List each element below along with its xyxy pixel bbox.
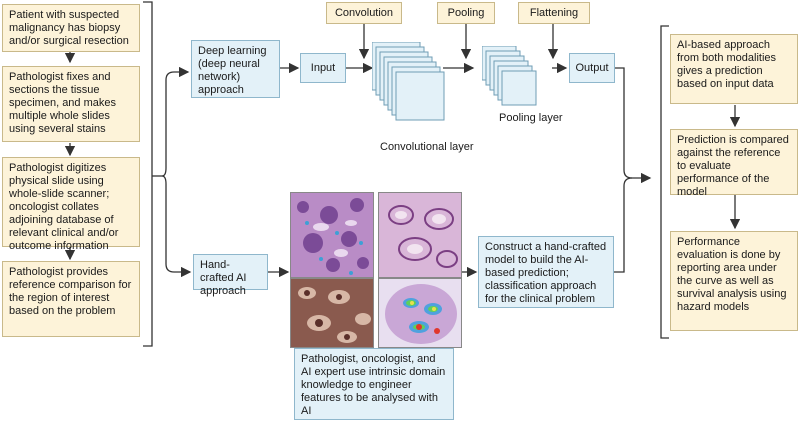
step-reference: Pathologist provides reference compariso…: [2, 261, 140, 337]
output-node: Output: [569, 53, 615, 83]
evaluation-step: Performance evaluation is done by report…: [670, 231, 798, 331]
step-sectioning: Pathologist fixes and sections the tissu…: [2, 66, 140, 142]
input-node: Input: [300, 53, 346, 83]
pooling-label: Pooling: [437, 2, 495, 24]
histology-image-1: [290, 192, 374, 278]
convolution-label: Convolution: [326, 2, 402, 24]
step-biopsy: Patient with suspected malignancy has bi…: [2, 4, 140, 52]
pooling-layer-stack: [482, 46, 537, 106]
flattening-label: Flattening: [518, 2, 590, 24]
deep-learning-approach: Deep learning (deep neural network) appr…: [191, 40, 280, 98]
heatmap-image: [378, 278, 462, 348]
prediction-step: AI-based approach from both modalities g…: [670, 34, 798, 104]
histology-image-3: [290, 278, 374, 348]
histology-image-2: [378, 192, 462, 278]
pooling-layer-label: Pooling layer: [499, 112, 563, 124]
comparison-step: Prediction is compared against the refer…: [670, 129, 798, 198]
convolutional-layer-stack: [372, 42, 445, 121]
convolutional-layer-label: Convolutional layer: [380, 141, 474, 153]
expert-features-box: Pathologist, oncologist, and AI expert u…: [294, 348, 454, 420]
step-digitize: Pathologist digitizes physical slide usi…: [2, 157, 140, 252]
handcrafted-approach: Hand-crafted AI approach: [193, 254, 268, 297]
handcrafted-model-box: Construct a hand-crafted model to build …: [478, 236, 614, 308]
